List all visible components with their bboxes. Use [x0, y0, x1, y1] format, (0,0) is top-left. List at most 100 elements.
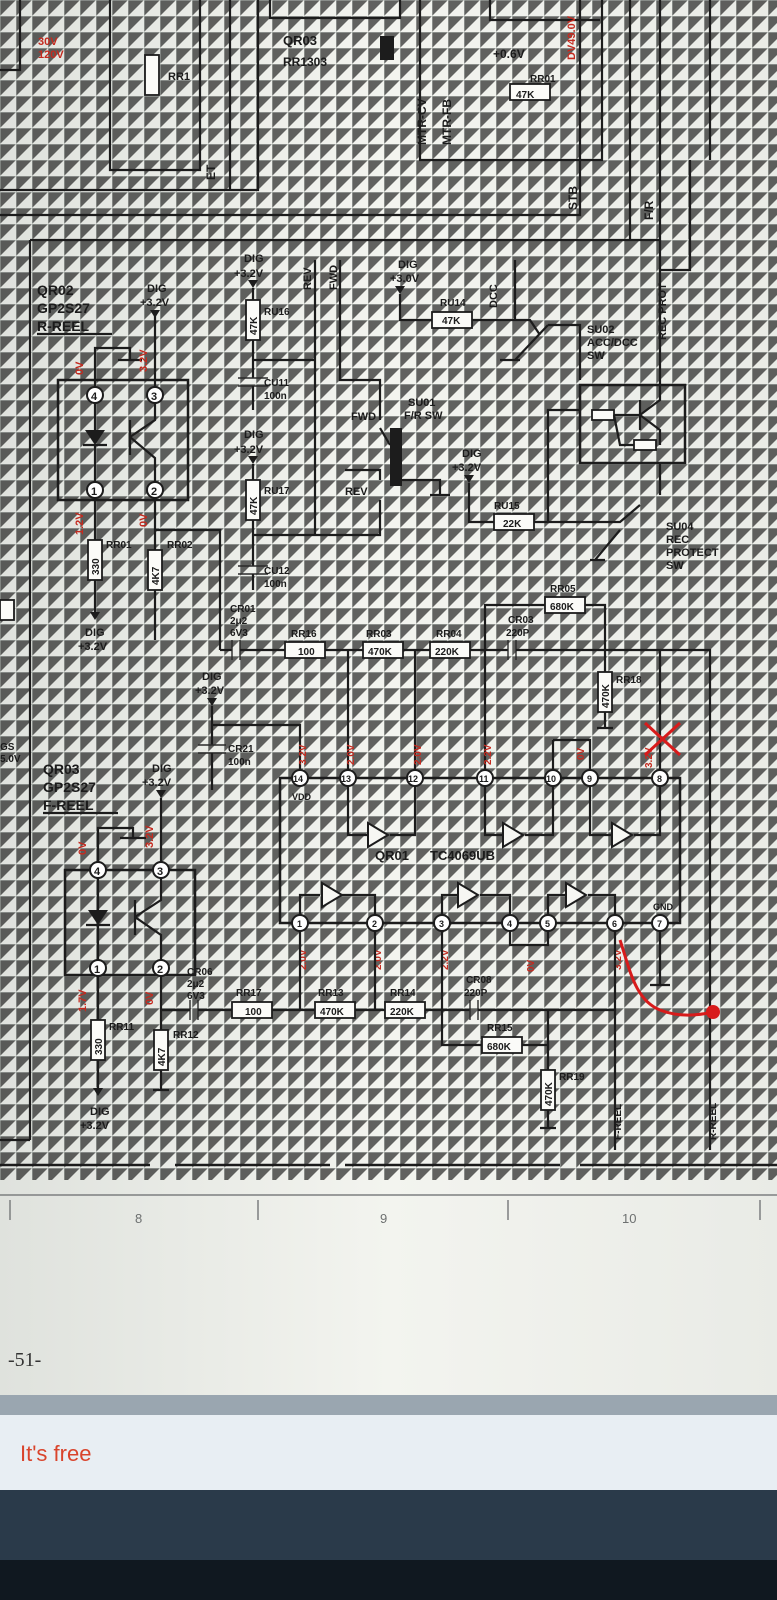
inverter-6: [565, 881, 588, 909]
top-ic-name: QR03: [283, 33, 317, 48]
qr02-v-pin4: 0V: [74, 361, 86, 375]
rr04-value: 220K: [435, 647, 460, 658]
qr02-pin2: 2: [151, 486, 157, 498]
cr03-name: CR03: [508, 615, 534, 626]
rr14-value: 220K: [390, 1007, 415, 1018]
su01-name: SU01: [408, 397, 436, 409]
qr02-vcc-label: +3.2V: [140, 297, 170, 309]
inverter-5: [457, 881, 480, 909]
rr04-name: RR04: [436, 629, 462, 640]
pin-3: 3: [439, 919, 444, 929]
ru15-value: 22K: [503, 519, 522, 530]
qr01-gnd: GND: [653, 902, 674, 912]
pin-12: 12: [408, 774, 418, 784]
qr01-vdd: VDD: [292, 792, 312, 802]
sheet-number-10: 10: [622, 1211, 636, 1226]
qr02-role: R-REEL: [37, 318, 90, 334]
qr03-dig-label: DIG: [152, 763, 172, 775]
pin-2: 2: [372, 919, 377, 929]
v-pin12: 2.0V: [413, 744, 424, 765]
qr02-dig-label: DIG: [147, 283, 167, 295]
rr01-vcc: +3.2V: [78, 641, 108, 653]
cr06-value2: 6V3: [187, 991, 205, 1002]
v-pin2: 2.0V: [373, 949, 384, 970]
pin-6: 6: [612, 919, 617, 929]
net-r-reel: R-REEL: [708, 1103, 719, 1140]
qr03-pin3: 3: [157, 866, 163, 878]
su01-sub: F/R SW: [404, 410, 443, 422]
pin-8: 8: [657, 774, 662, 784]
qr02-name: QR02: [37, 282, 74, 298]
ru16-value: 47K: [249, 316, 260, 335]
ru16-vcc: +3.2V: [234, 268, 264, 280]
net-fwd-label: FWD: [328, 265, 340, 290]
cross-mark: [643, 721, 682, 757]
sheet-number-8: 8: [135, 1211, 142, 1226]
cu11-value: 100n: [264, 391, 287, 402]
ru-column: DIG +3.2V 47K RU16 CU11 100n DIG +3.2V 4…: [234, 253, 315, 590]
v-pin1: 2.0V: [298, 949, 309, 970]
footer-free-link[interactable]: It's free: [20, 1441, 91, 1466]
ru14-value: 47K: [442, 316, 461, 327]
top-voltage-1: 30V: [38, 36, 58, 48]
pin-9: 9: [587, 774, 592, 784]
su02-sub1: ACC/DCC: [587, 337, 638, 349]
rr11-name: RR11: [109, 1022, 134, 1033]
cr21-name: CR21: [228, 744, 254, 755]
net-mtr-cv: MTR-CV: [415, 98, 429, 145]
cr01-value1: 2μ2: [230, 616, 248, 627]
qr03-v-pin3: 3.2V: [144, 825, 156, 848]
red-annotations: [618, 721, 720, 1019]
qr03-v-pin1: 1.7V: [77, 989, 89, 1012]
qr03-vcc-label: +3.2V: [142, 777, 172, 789]
red-dot: [706, 1005, 720, 1019]
qr02-led: [85, 430, 105, 445]
dcc-net: DCC: [488, 284, 500, 308]
pin-14: 14: [293, 774, 303, 784]
su01-slider: [390, 428, 402, 486]
ru16-name: RU16: [264, 307, 290, 318]
qr02-v-pin2: 0V: [138, 513, 150, 527]
top-region: QR03 RR1303 30V 120V +0.6V DV49.0V RR1 R…: [0, 0, 712, 272]
sheet-frame: 8 9 10 -51-: [0, 1163, 777, 1371]
qr02-package: [56, 378, 190, 502]
pin-1: 1: [297, 919, 302, 929]
rr13-value: 470K: [320, 1007, 345, 1018]
page-number: -51-: [8, 1349, 41, 1371]
qr02-pin3: 3: [151, 391, 157, 403]
rr16-name: RR16: [291, 629, 317, 640]
qr01-part: TC4069UB: [430, 848, 495, 863]
su01-fwd: FWD: [351, 411, 376, 423]
browser-strip: [0, 1415, 777, 1490]
top-voltage-3: DV49.0V: [566, 15, 578, 60]
qr02-v-pin3: 3.2V: [138, 349, 150, 372]
rr01-name: RR01: [106, 540, 132, 551]
top-block: [380, 36, 394, 60]
pin-4: 4: [507, 919, 512, 929]
qr03-led: [88, 910, 108, 925]
su04-name: SU04: [666, 521, 694, 533]
top-voltage-1b: 120V: [38, 49, 64, 61]
v-pin14: 3.2V: [298, 744, 309, 765]
qr02-pin4: 4: [91, 391, 98, 403]
inverter-3: [611, 821, 634, 849]
qr03-part: GP2S27: [43, 779, 96, 795]
qr03-name: QR03: [43, 761, 80, 777]
resistor-top-right: [509, 83, 551, 101]
cu11-name: CU11: [264, 378, 289, 389]
rr02-name: RR02: [167, 540, 193, 551]
rec-prot-net: REC PROT: [657, 283, 669, 340]
net-mtr-fb: MTR-FB: [440, 99, 454, 145]
su04-sub3: SW: [666, 560, 684, 572]
rec-protect-sensor: [578, 383, 687, 465]
rr01-value: 330: [91, 558, 102, 575]
net-fr: F/R: [642, 200, 656, 220]
rr16-value: 100: [298, 647, 315, 658]
ru14-name: RU14: [440, 298, 466, 309]
ru17-vcc: +3.2V: [234, 444, 264, 456]
cu12-name: CU12: [264, 566, 290, 577]
net-f-reel: F-REEL: [613, 1104, 624, 1140]
left-edge: GS 5.0V: [0, 240, 32, 1142]
qr03-v-pin2: 0V: [144, 991, 156, 1005]
left-gs: GS: [0, 742, 15, 753]
